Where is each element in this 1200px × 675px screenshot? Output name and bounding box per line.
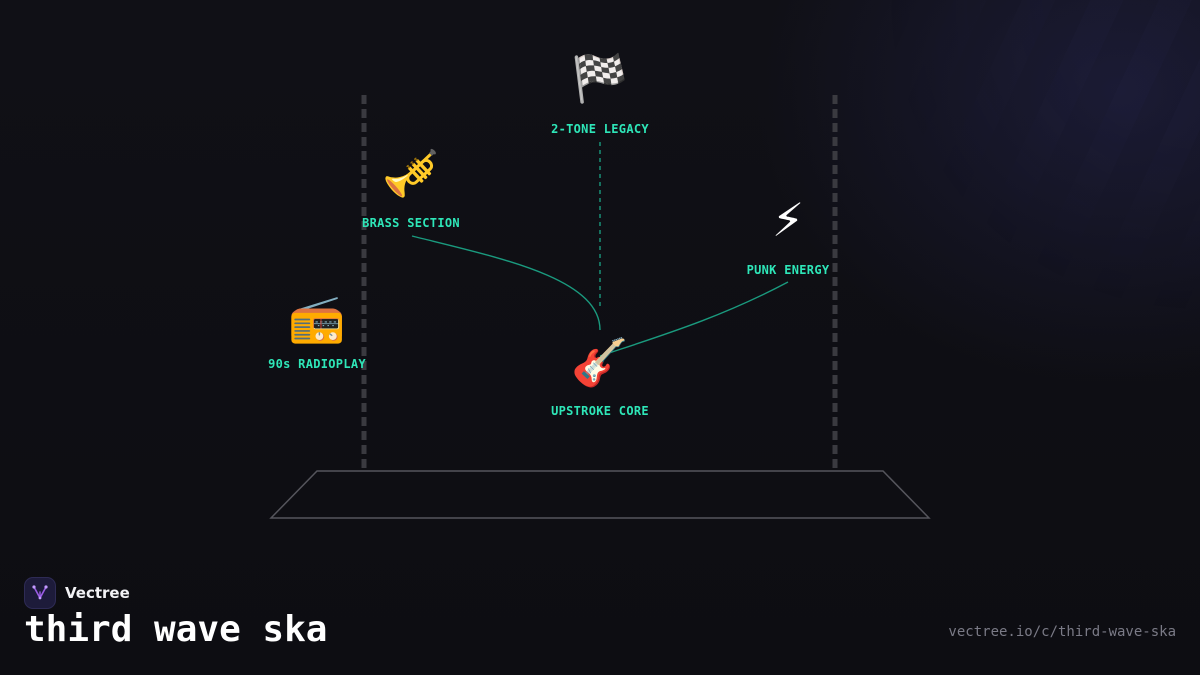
node-label-radio[interactable]: 90s RADIOPLAY (268, 357, 366, 371)
node-label-brass[interactable]: BRASS SECTION (362, 216, 460, 230)
stage-floor (269, 470, 931, 519)
edge-punk-to-core (599, 281, 789, 357)
edge-layer (411, 142, 789, 357)
chequered-flag-icon[interactable]: 🏁 (571, 51, 629, 105)
guitar-icon[interactable]: 🎸 (571, 335, 629, 389)
brand[interactable]: Vectree (24, 577, 130, 609)
background-rays (680, 0, 1200, 560)
vectree-tree-icon (24, 577, 56, 609)
brand-name: Vectree (65, 584, 130, 602)
page-url[interactable]: vectree.io/c/third-wave-ska (948, 624, 1176, 640)
page-title: third wave ska (24, 609, 328, 650)
lightning-icon[interactable]: ⚡ (771, 193, 805, 247)
node-label-core[interactable]: UPSTROKE CORE (551, 404, 649, 418)
trumpet-icon[interactable]: 🎺 (382, 146, 440, 200)
node-label-legacy[interactable]: 2-TONE LEGACY (551, 122, 649, 136)
edge-brass-to-core (411, 235, 601, 331)
node-label-punk[interactable]: PUNK ENERGY (746, 263, 830, 277)
radio-icon[interactable]: 📻 (288, 291, 346, 345)
